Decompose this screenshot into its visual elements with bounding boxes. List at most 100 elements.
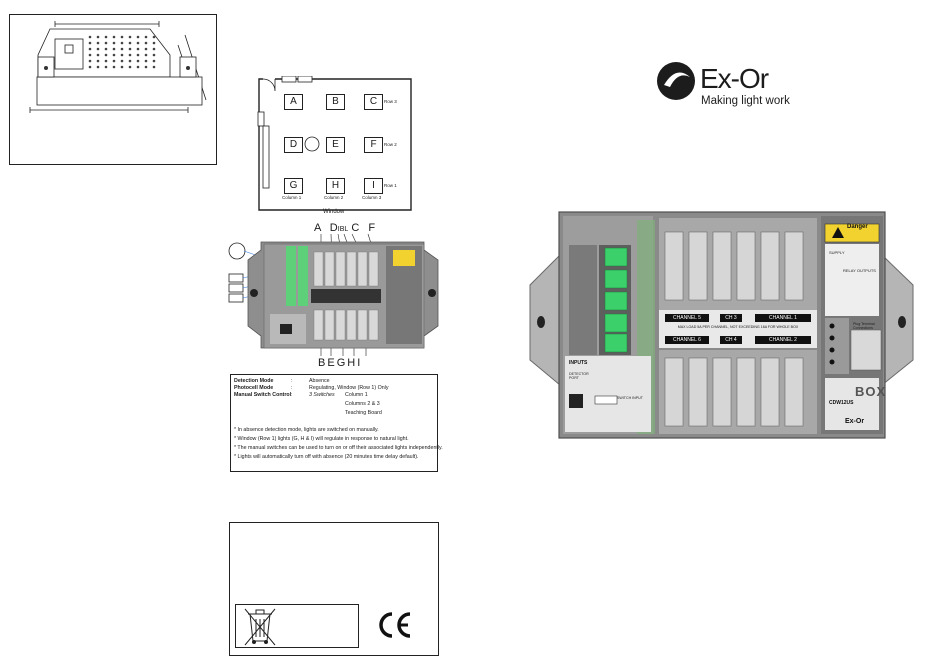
terminal-dot [152,65,156,69]
column-3-label: Column 3 [362,195,382,200]
note-2: * Window (Row 1) lights (G, H & I) will … [234,436,409,442]
relay-terminals-bottom [664,357,804,427]
terminal-dot [136,47,140,51]
room-cell-e: E [326,137,345,153]
terminal-dot [128,59,132,63]
terminal-dot [120,59,124,63]
wire-label-a: A [314,222,321,234]
box-wordmark: BOX [855,384,887,399]
terminal-dot [104,59,108,63]
wire-label-f: F [368,222,376,234]
terminal-dot [128,41,132,45]
device-body [529,211,914,439]
terminal-dot [112,53,116,57]
terminal-dot [88,59,92,63]
terminal-dot [152,47,156,51]
wire-label-i2: I [357,357,363,369]
terminal-dot [112,47,116,51]
note-1: * In absence detection mode, lights are … [234,427,379,433]
terminal-dot [144,47,148,51]
ce-mark-icon [379,612,411,638]
terminal-dot [128,35,132,39]
terminal-dot [112,35,116,39]
plug-terminal-label: Plug Terminal Connections [853,322,875,330]
column-1-label: Column 1 [282,195,302,200]
terminal-dot [152,35,156,39]
terminal-dot [152,41,156,45]
terminal-dot [96,59,100,63]
weee-bin-icon [244,608,276,646]
detector-port-label: DETECTOR PORT [569,372,589,380]
danger-label: Danger [847,224,868,230]
inputs-label: INPUTS [569,360,588,366]
manual-switch-value: 3 Switches [309,392,335,398]
terminal-dot [136,35,140,39]
terminal-dot [96,35,100,39]
detection-mode-label: Detection Mode [234,378,274,384]
note-4: * Lights will automatically turn off wit… [234,454,419,460]
terminal-dot [104,53,108,57]
photocell-colon: : [291,385,293,391]
terminal-dot [112,65,116,69]
room-cell-f: F [364,137,383,153]
terminal-dot [120,41,124,45]
brand-tagline: Making light work [701,95,790,107]
channel-2-label: CHANNEL 2 [769,337,797,343]
terminal-dot [128,53,132,57]
switch-teaching-board: Teaching Board [345,410,382,416]
terminal-dot [96,41,100,45]
compliance-box [229,522,439,656]
column-2-label: Column 2 [324,195,344,200]
manual-colon: : [291,392,293,398]
room-cell-b: B [326,94,345,110]
configuration-legend: Detection Mode : Absence Photocell Mode … [230,374,443,472]
terminal-dot [144,35,148,39]
terminal-dots [88,35,156,69]
terminal-dot [120,65,124,69]
terminal-dot [144,41,148,45]
channel-6-label: CHANNEL 6 [673,337,701,343]
wire-label-b2: B [318,357,328,369]
room-cell-c: C [364,94,383,110]
channel-5-label: CHANNEL 5 [673,315,701,321]
terminal-dot [128,65,132,69]
wire-label-g: G [336,357,348,369]
channel-4-label: CH 4 [725,337,737,343]
terminal-dot [136,59,140,63]
terminal-dot [104,65,108,69]
terminal-dot [112,41,116,45]
detection-mode-value: Absence [309,378,330,384]
terminal-dot [88,41,92,45]
note-3: * The manual switches can be used to tur… [234,445,443,451]
weee-panel [235,604,359,648]
channel-3-label: CH 3 [725,315,737,321]
small-device-drawing [228,233,439,356]
device-brand-label: Ex-Or [845,418,865,425]
wire-label-c: C [351,222,360,234]
device-illustration: CHANNEL 5 CH 3 CHANNEL 1 MAX LOAD 5A PER… [525,210,917,440]
terminal-dot [88,65,92,69]
switch-column-1: Column 1 [345,392,368,398]
room-cell-h: H [326,178,345,194]
top-channel-labels: A DIBL C F [314,222,375,234]
terminal-dot [136,41,140,45]
relay-terminals-top [664,231,804,301]
terminal-dot [112,59,116,63]
wire-label-b: B [339,226,345,233]
switch-columns-2-3: Columns 2 & 3 [345,401,380,407]
row-1-label: Row 1 [384,183,397,188]
terminal-dot [96,53,100,57]
relay-outputs-label: RELAY OUTPUTS [843,268,876,273]
terminal-dot [88,53,92,57]
brand-name: Ex-Or [700,63,769,94]
wire-label-h: H [347,357,358,369]
terminal-dot [144,53,148,57]
room-cell-a: A [284,94,303,110]
terminal-dot [88,35,92,39]
supply-label: SUPPLY [829,250,845,255]
dimension-drawing [29,21,207,113]
terminal-dot [136,53,140,57]
terminal-dot [104,35,108,39]
terminal-dot [120,47,124,51]
terminal-dot [144,59,148,63]
